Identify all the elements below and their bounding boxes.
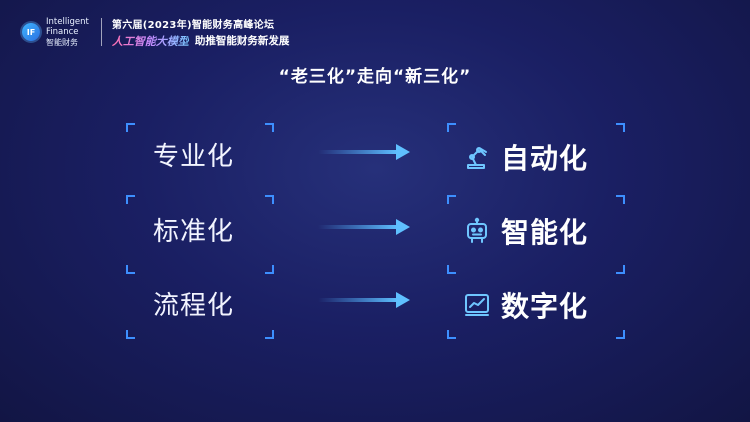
frame-corner xyxy=(616,330,625,339)
frame-corner xyxy=(126,123,135,132)
frame-corner xyxy=(126,265,135,274)
frame-corner xyxy=(447,195,456,204)
old-item-standardized: 标准化 xyxy=(153,217,235,247)
robot-arm-icon xyxy=(467,147,487,169)
frame-corner xyxy=(126,195,135,204)
old-item-process: 流程化 xyxy=(153,291,235,321)
robot-head-icon xyxy=(467,217,487,243)
arrow-right-icon xyxy=(318,219,410,235)
frame-corner xyxy=(126,330,135,339)
old-item-professional: 专业化 xyxy=(153,142,235,172)
frame-corner xyxy=(616,265,625,274)
new-item-label: 数字化 xyxy=(501,290,589,323)
frame-corner xyxy=(616,123,625,132)
arrow-right-icon xyxy=(318,292,410,308)
new-item-label: 自动化 xyxy=(501,142,589,175)
if-logo-icon: IF xyxy=(22,23,40,41)
arrow-right-icon xyxy=(318,144,410,160)
forum-title: 第六届(2023年)智能财务高峰论坛 xyxy=(111,19,275,31)
logo-en-line2: Finance xyxy=(46,26,79,37)
header: IF Intelligent Finance 智能财务 第六届(2023年)智能… xyxy=(22,12,289,52)
new-item-label: 智能化 xyxy=(501,216,589,249)
frame-corner xyxy=(616,195,625,204)
frame-corner xyxy=(265,195,274,204)
forum-info: 第六届(2023年)智能财务高峰论坛 人工智能大模型 助推智能财务新发展 xyxy=(112,16,290,49)
new-item-intelligent: 智能化 xyxy=(463,211,588,251)
slide-title: “老三化”走向“新三化” xyxy=(278,67,472,87)
header-divider xyxy=(100,18,102,46)
frame-corner xyxy=(265,123,274,132)
frame-corner xyxy=(447,123,456,132)
frame-corner xyxy=(265,265,274,274)
new-item-digital: 数字化 xyxy=(463,285,588,325)
logo-en-line1: Intelligent xyxy=(46,16,89,27)
forum-theme: 助推智能财务新发展 xyxy=(194,35,290,47)
chart-screen-icon xyxy=(465,294,489,316)
forum-subtitle: 人工智能大模型 助推智能财务新发展 xyxy=(112,33,290,49)
new-items-panel: 自动化 智能化 数字化 xyxy=(447,123,625,339)
logo-cn: 智能财务 xyxy=(46,37,78,47)
old-items-panel: 专业化 标准化 流程化 xyxy=(126,123,274,339)
new-item-automation: 自动化 xyxy=(463,137,588,177)
frame-corner xyxy=(447,330,456,339)
frame-corner xyxy=(447,265,456,274)
forum-slogan: 人工智能大模型 xyxy=(111,34,189,48)
frame-corner xyxy=(265,330,274,339)
logo-text: Intelligent Finance 智能财务 xyxy=(46,17,89,48)
